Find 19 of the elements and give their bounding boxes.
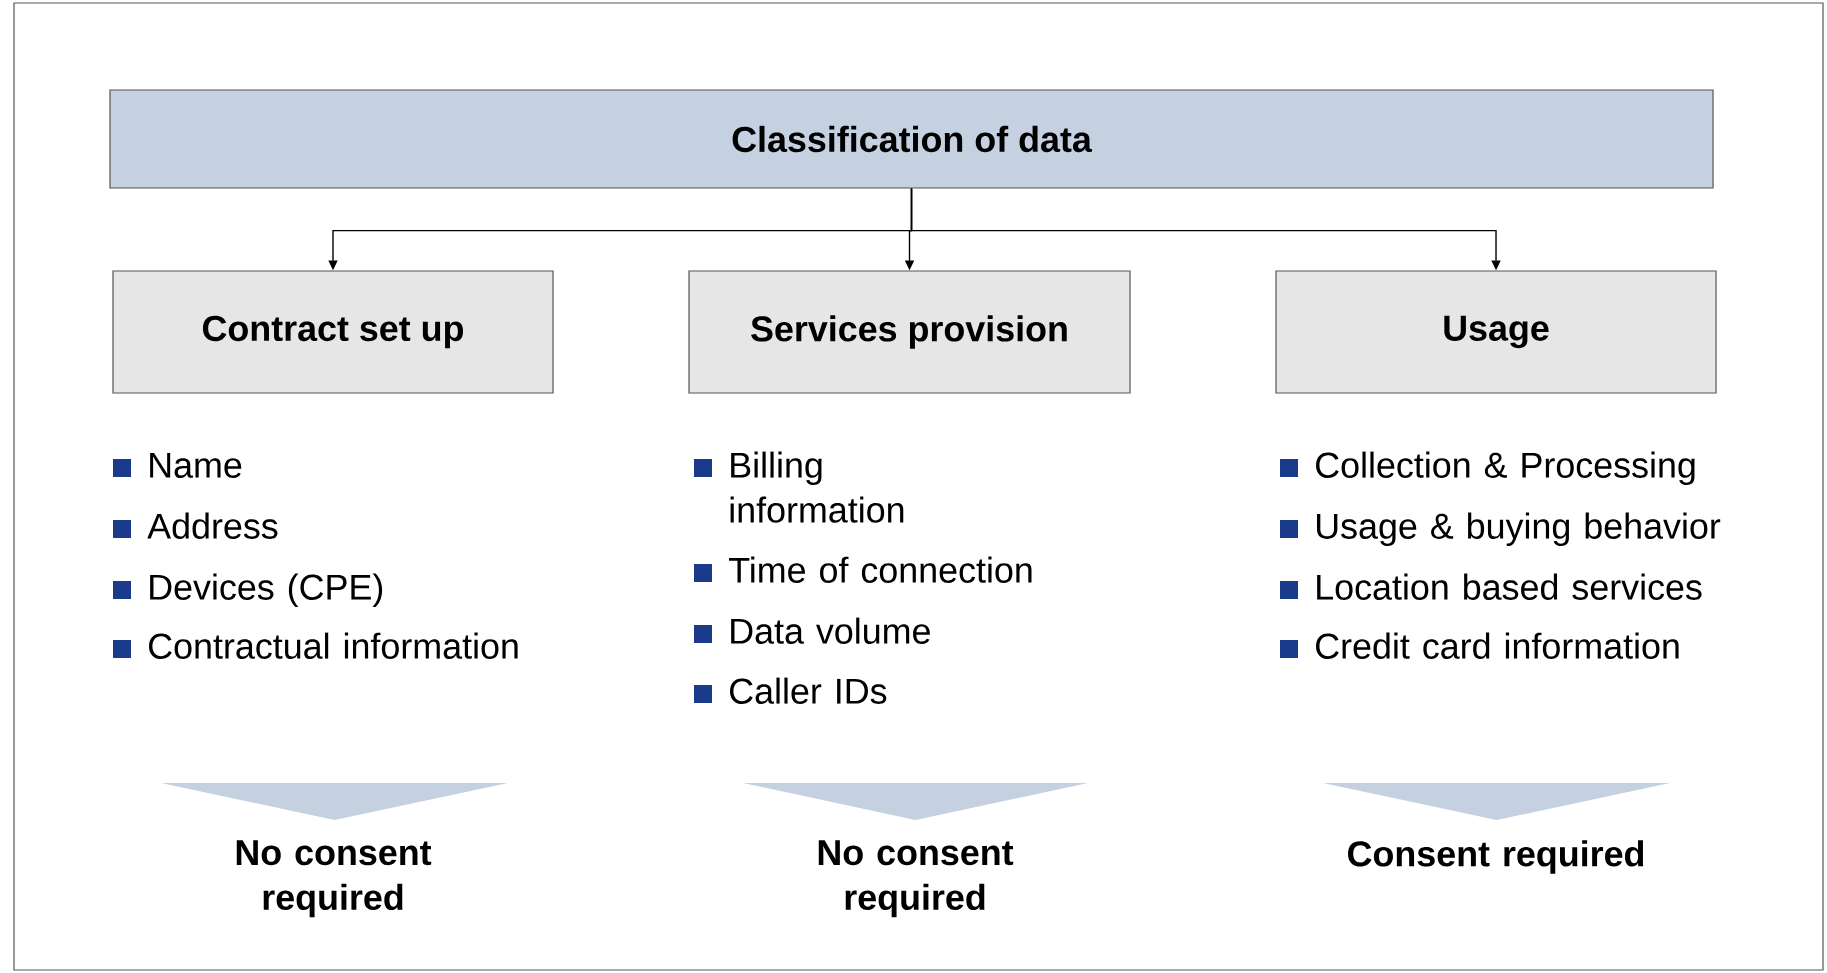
consent-note: No consent required [236,840,432,918]
category-box: Services provision [688,270,1131,394]
list-item: Collection & Processing [1316,451,1695,486]
list-item: Caller IDs [730,677,887,704]
title-box: Classification of data [109,89,1714,189]
category-box: Contract set up [112,270,554,394]
list-item: Location based services [1317,573,1702,600]
list-item: Contractual information [149,632,518,659]
consent-note: Consent required [1348,840,1644,874]
consent-note: No consent required [818,840,1014,918]
list-item: Data volume [731,617,930,644]
list-item: Billing information [730,451,904,523]
list-item: Name [150,452,242,478]
list-item: Credit card information [1316,632,1679,659]
list-item: Devices (CPE) [150,573,383,607]
list-item: Address [147,512,278,539]
list-item: Time of connection [729,556,1032,583]
category-box: Usage [1275,270,1717,394]
list-item: Usage & buying behavior [1317,512,1721,547]
